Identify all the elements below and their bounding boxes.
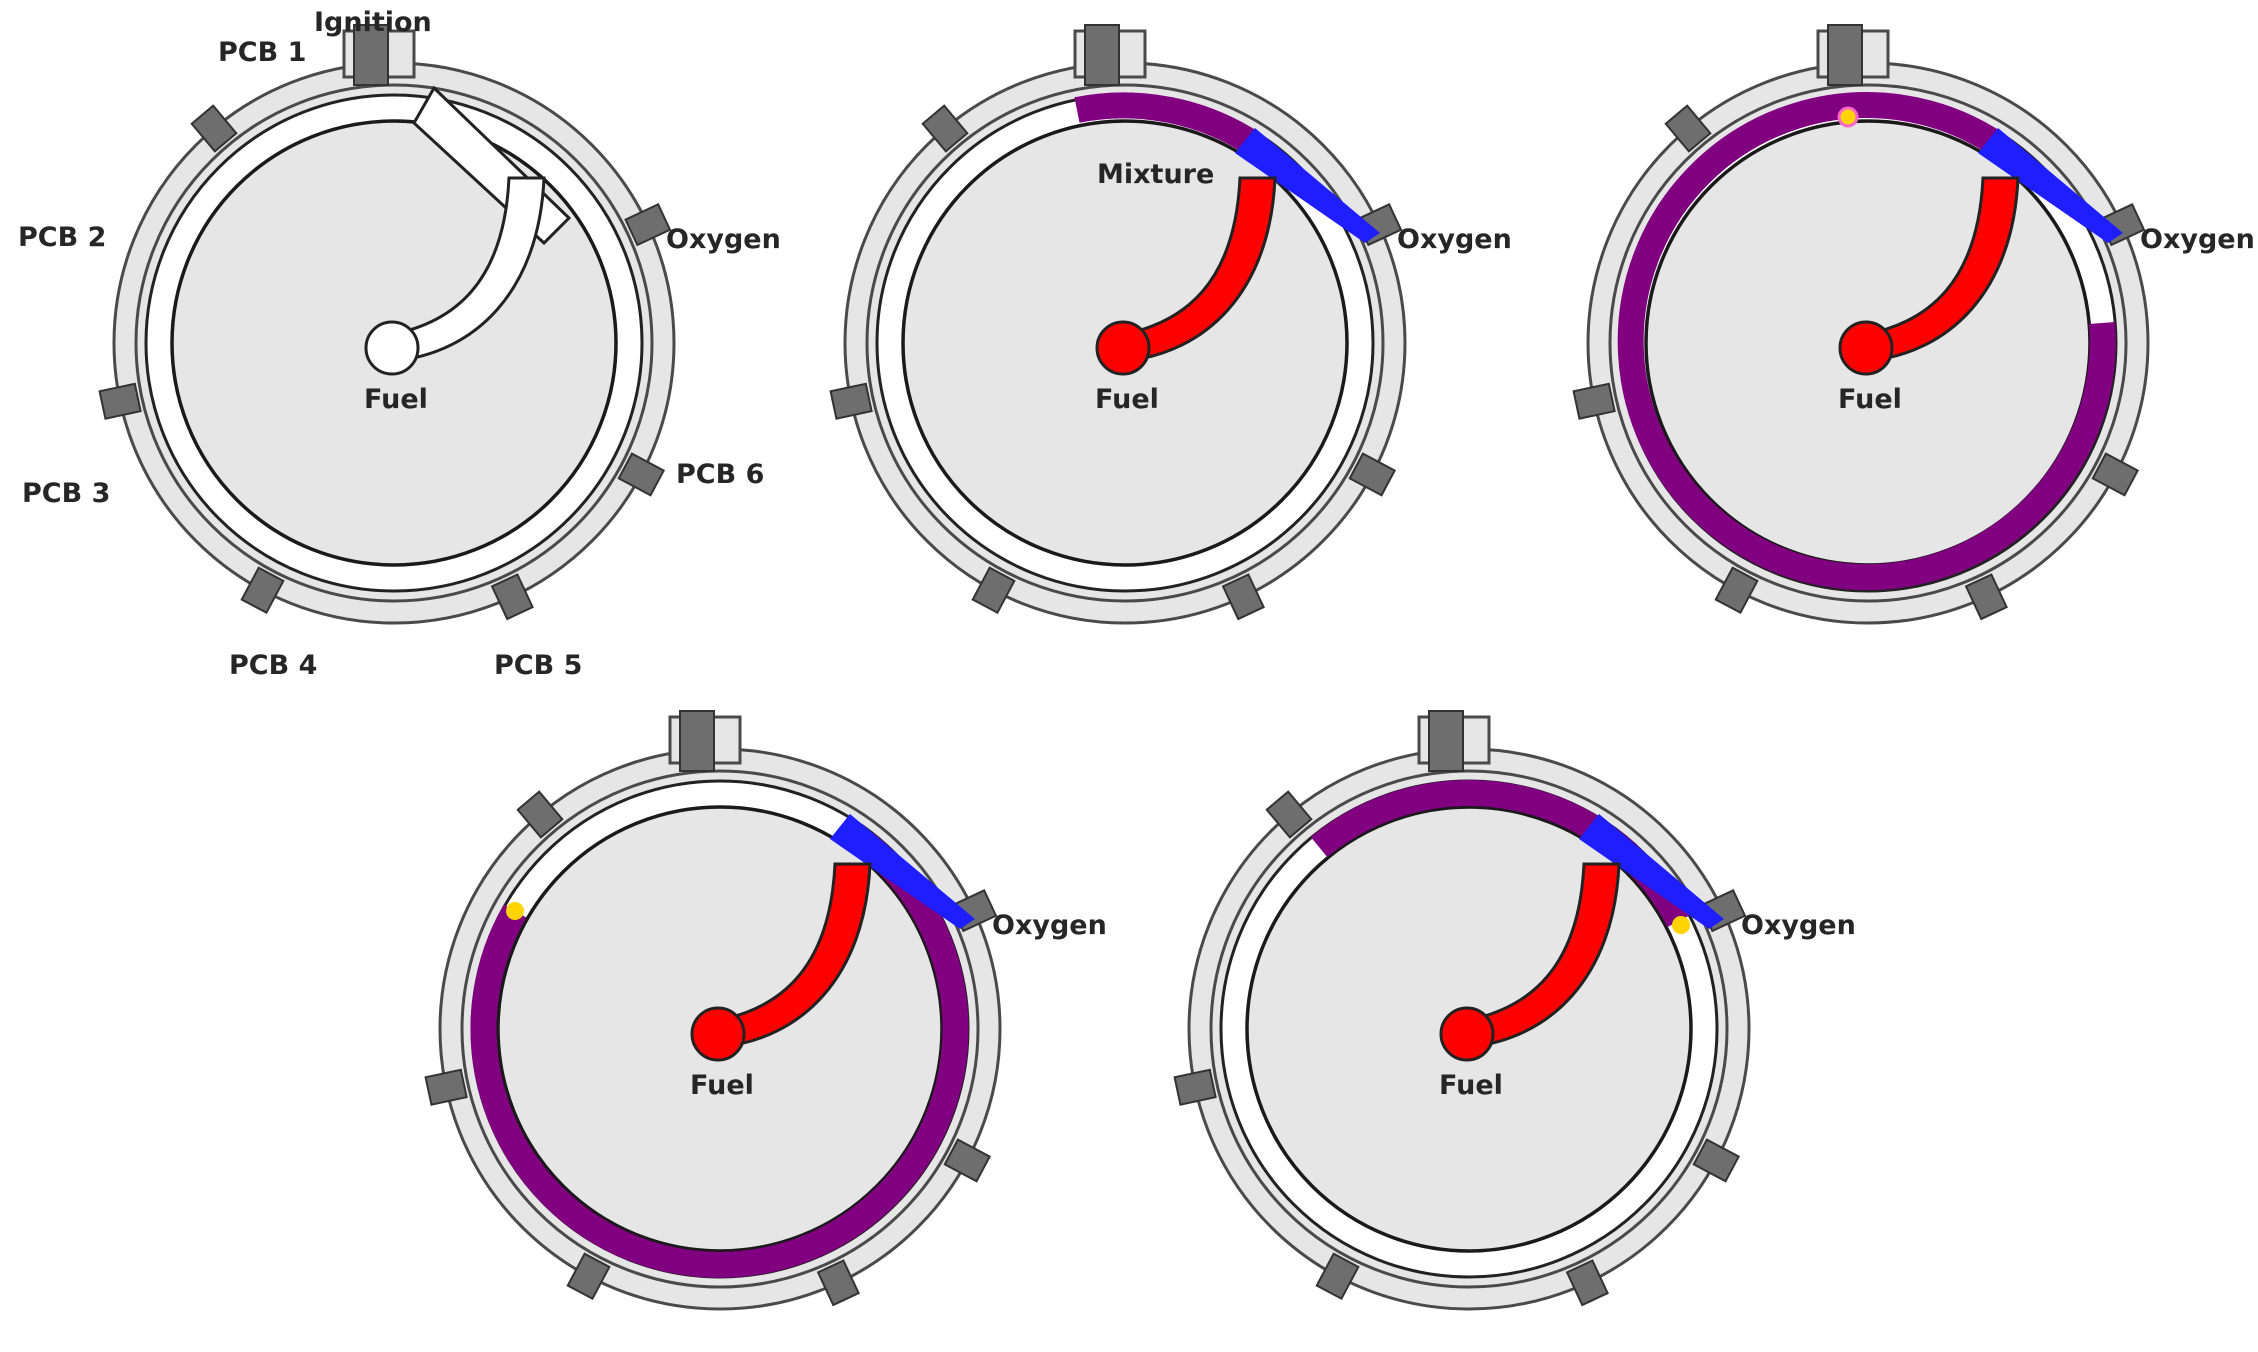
panel-4: Oxygen Fuel	[424, 710, 1107, 1311]
panel-5: Oxygen Fuel	[1173, 710, 1856, 1311]
label-oxygen: Oxygen	[2140, 224, 2255, 255]
panel-3: Oxygen Fuel	[1572, 24, 2255, 625]
fuel-inlet	[1838, 320, 1894, 376]
fuel-inlet	[690, 1006, 746, 1062]
oxygen-jet	[1978, 128, 2123, 243]
ignition-plug	[353, 24, 389, 86]
label-oxygen: Oxygen	[1397, 224, 1512, 255]
label-fuel: Fuel	[1838, 384, 1902, 415]
label-mixture: Mixture	[1097, 159, 1214, 190]
label-pcb1: PCB 1	[218, 37, 306, 68]
mixture-region	[470, 832, 969, 1278]
label-ignition: Ignition	[314, 7, 432, 38]
label-oxygen: Oxygen	[1741, 910, 1856, 941]
label-pcb3: PCB 3	[22, 478, 110, 509]
fuel-inlet	[1439, 1006, 1495, 1062]
fuel-pipe	[1118, 176, 1277, 363]
label-pcb6: PCB 6	[676, 459, 764, 490]
label-fuel: Fuel	[690, 1070, 754, 1101]
pcb-sensors	[1572, 104, 2146, 621]
fuel-pipe	[1861, 176, 2020, 363]
flame-front	[506, 902, 524, 920]
fuel-pipe	[1462, 862, 1621, 1049]
oxygen-jet	[830, 814, 975, 929]
oxygen-jet	[1579, 814, 1724, 929]
fuel-inlet	[1095, 320, 1151, 376]
label-pcb4: PCB 4	[229, 650, 317, 681]
oxygen-jet	[1235, 128, 1380, 243]
pcb-sensors	[98, 104, 672, 621]
label-fuel: Fuel	[364, 384, 428, 415]
label-pcb2: PCB 2	[18, 222, 106, 253]
ignition-flame	[1837, 106, 1859, 128]
label-fuel: Fuel	[1439, 1070, 1503, 1101]
label-oxygen: Oxygen	[992, 910, 1107, 941]
label-fuel: Fuel	[1095, 384, 1159, 415]
flame-front	[1672, 916, 1690, 934]
panel-2: Mixture Oxygen Fuel	[829, 24, 1512, 625]
pcb-sensors	[1173, 790, 1747, 1307]
label-pcb5: PCB 5	[494, 650, 582, 681]
panel-1: Ignition PCB 1 PCB 2 PCB 3 PCB 4 PCB 5 P…	[18, 7, 781, 681]
mixture-region	[1074, 92, 1263, 156]
label-oxygen: Oxygen	[666, 224, 781, 255]
fuel-inlet	[364, 320, 420, 376]
mixture-region	[1617, 92, 2116, 591]
fuel-pipe	[713, 862, 872, 1049]
